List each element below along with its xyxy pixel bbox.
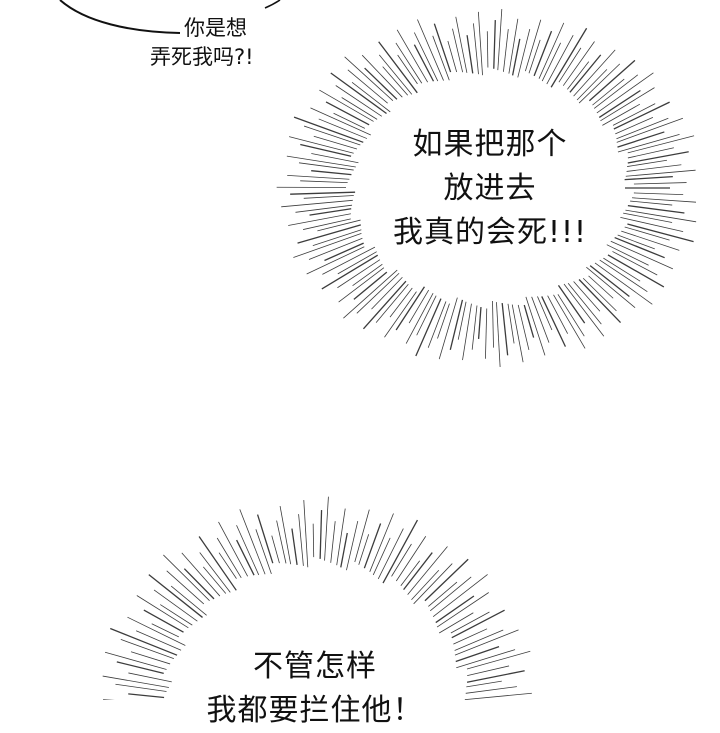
- burst-bottom-text: 不管怎样 我都要拦住他！: [170, 645, 460, 733]
- burst-top-line-1: 如果把那个: [355, 123, 625, 167]
- burst-top-text: 如果把那个 放进去 我真的会死!!!: [355, 123, 625, 255]
- speech-bubble-outline-right: [265, 0, 280, 8]
- speech-line-2: 弄死我吗?!: [150, 45, 254, 69]
- speech-bubble-text: 你是想 弄死我吗?!: [150, 14, 254, 72]
- burst-top-line-2: 放进去: [355, 167, 625, 211]
- burst-top-line-3: 我真的会死!!!: [355, 211, 625, 255]
- speech-line-1: 你是想: [150, 14, 254, 43]
- artwork-layer: [0, 0, 720, 700]
- burst-bottom-line-1: 不管怎样: [170, 645, 460, 689]
- burst-bottom-line-2: 我都要拦住他！: [170, 689, 460, 733]
